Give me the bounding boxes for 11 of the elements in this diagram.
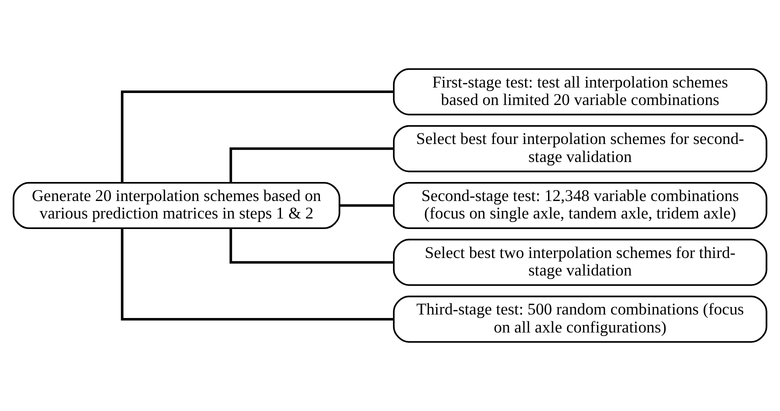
node-box: Second-stage test: 12,348 variable combinations (focus on single axle, tandem axle, tridem axle) [392, 182, 768, 230]
connector [120, 90, 394, 182]
node-box: Third-stage test: 500 random combinations (focus on all axle configurations) [392, 296, 768, 343]
node-box: Generate 20 interpolation schemes based on various prediction matrices in steps 1 & 2 [12, 182, 340, 230]
node-box: Select best two interpolation schemes for third-stage validation [392, 238, 768, 286]
connector [120, 228, 394, 320]
connector [230, 228, 394, 264]
connector [340, 204, 394, 207]
node-box: First-stage test: test all interpolation schemes based on limited 20 variable combinations [392, 68, 768, 116]
node-box: Select best four interpolation schemes for second-stage validation [392, 125, 768, 172]
connector [230, 147, 394, 183]
